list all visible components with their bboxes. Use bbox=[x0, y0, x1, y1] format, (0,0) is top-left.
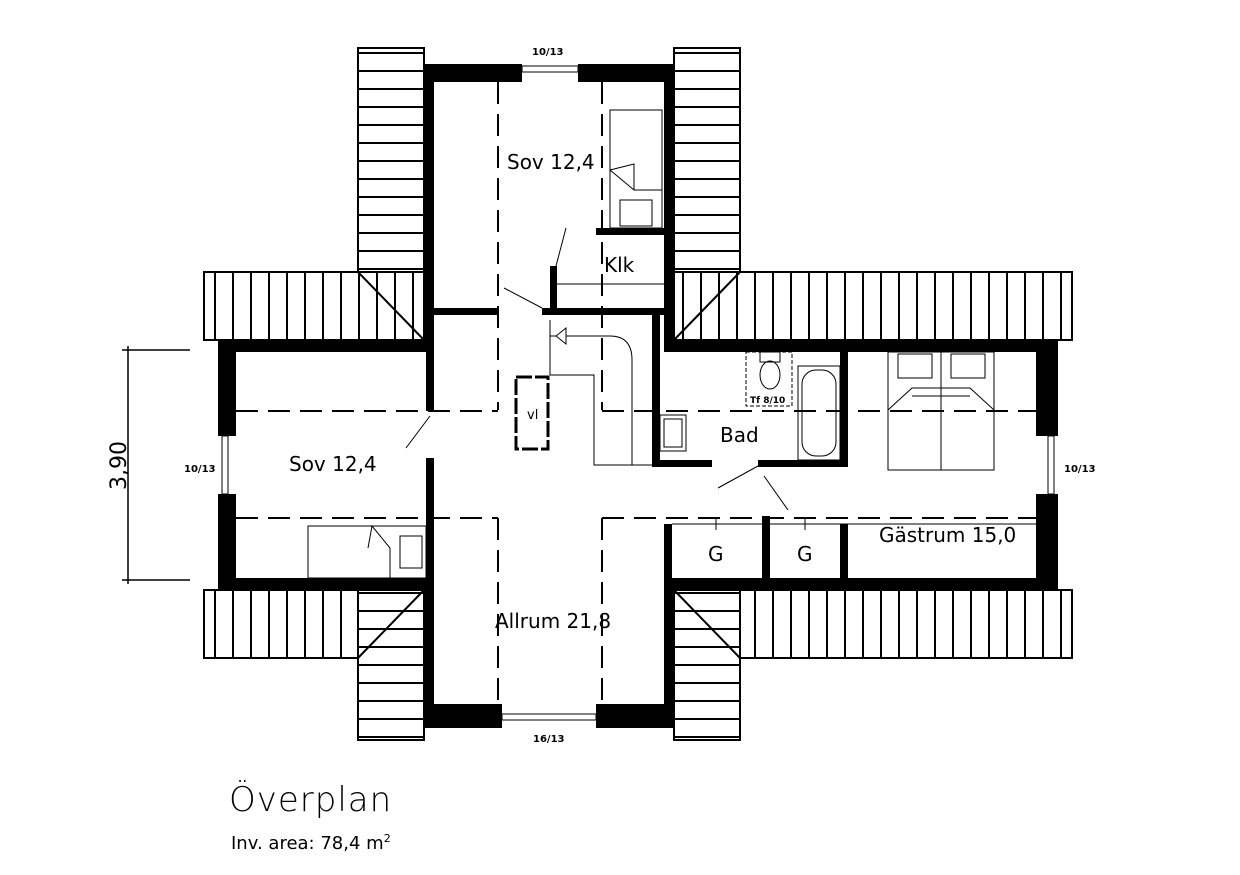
room-label-allrum: Allrum 21,8 bbox=[495, 609, 611, 633]
area-label: Inv. area: 78,4 m bbox=[231, 833, 384, 854]
area-unit-superscript: 2 bbox=[383, 832, 391, 845]
dimension-line bbox=[122, 346, 190, 584]
roof-hatch-bottom-right bbox=[673, 589, 1073, 741]
room-label-g1: G bbox=[708, 542, 724, 566]
roof-hatch-bottom-left bbox=[203, 589, 425, 741]
windows bbox=[221, 65, 1055, 721]
room-label-gastrum: Gästrum 15,0 bbox=[879, 523, 1016, 547]
furniture bbox=[307, 109, 1036, 579]
room-label-sov-top: Sov 12,4 bbox=[507, 150, 595, 174]
plan-area: Inv. area: 78,4 m2 bbox=[231, 832, 391, 854]
label-tf: Tf 8/10 bbox=[750, 396, 785, 406]
window-right bbox=[1047, 435, 1055, 495]
roof-hatch-top-left bbox=[203, 47, 425, 349]
knee-wall-lines bbox=[236, 82, 1036, 704]
roof-hatch-top-right bbox=[673, 47, 1073, 349]
window-label-bottom: 16/13 bbox=[533, 734, 565, 745]
room-label-bad: Bad bbox=[720, 423, 759, 447]
door-swings bbox=[405, 227, 789, 511]
exterior-walls bbox=[218, 64, 1058, 728]
label-vl: vl bbox=[527, 408, 538, 423]
bed-left bbox=[307, 525, 427, 579]
window-bottom bbox=[501, 713, 597, 721]
plan-title: Överplan bbox=[229, 780, 393, 820]
window-top bbox=[521, 65, 579, 73]
window-label-left: 10/13 bbox=[184, 464, 216, 475]
bed-top bbox=[609, 109, 663, 229]
window-left bbox=[221, 435, 229, 495]
room-label-sov-left: Sov 12,4 bbox=[289, 452, 377, 476]
room-label-klk: Klk bbox=[604, 253, 635, 277]
dimension-label: 3,90 bbox=[107, 441, 132, 490]
window-label-top: 10/13 bbox=[532, 47, 564, 58]
window-label-right: 10/13 bbox=[1064, 464, 1096, 475]
room-label-g2: G bbox=[797, 542, 813, 566]
